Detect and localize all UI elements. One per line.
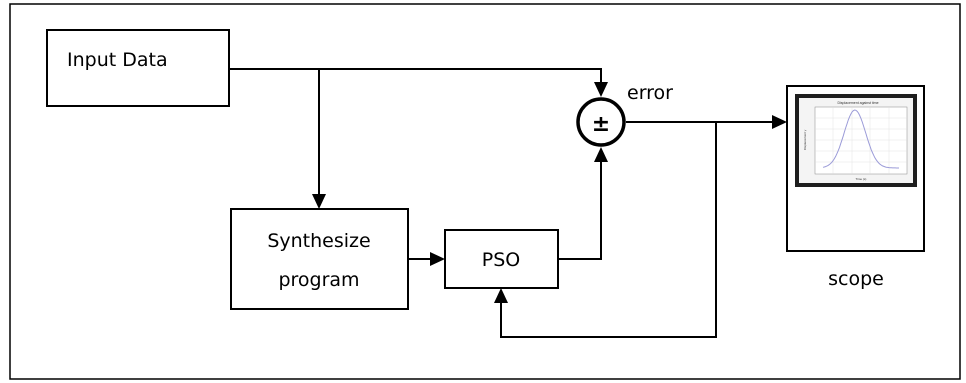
signal-wires [229, 68, 787, 338]
wire-pso-to-summer [558, 162, 602, 260]
arrow-into-pso-bottom [494, 288, 508, 303]
input-data-label: Input Data [67, 49, 168, 71]
pso-box [444, 229, 559, 289]
scope-plot-area [814, 106, 908, 175]
pso-label: PSO [482, 249, 520, 271]
input-data-block: Input Data [46, 29, 230, 107]
scope-plot-ylabel: Displacement y [803, 129, 807, 150]
input-data-box [46, 29, 230, 107]
synthesize-program-block: Synthesize program [230, 208, 409, 310]
arrow-into-pso [430, 252, 445, 266]
scope-block: Displacement against time Displacement y… [786, 85, 925, 252]
pso-block: PSO [444, 229, 559, 289]
summer-symbol: ± [592, 112, 610, 137]
synthesize-label-line1: Synthesize [267, 230, 370, 252]
scope-label: scope [828, 268, 884, 290]
synthesize-program-box [230, 208, 409, 310]
synthesize-label-line2: program [278, 269, 359, 291]
error-label: error [627, 82, 673, 104]
scope-waveform [822, 109, 899, 169]
wire-error-feedback [500, 122, 717, 338]
arrow-into-scope [772, 115, 787, 129]
scope-plot-xlabel: Time (s) [856, 177, 867, 181]
arrow-into-summer-bottom [594, 147, 608, 162]
scope-plot-title: Displacement against time [837, 101, 878, 105]
arrow-into-synthesize [312, 194, 326, 209]
summer-circle [576, 97, 626, 147]
arrow-into-summer-top [594, 82, 608, 97]
summing-junction: ± [576, 97, 626, 147]
wire-input-to-summer [229, 68, 602, 82]
